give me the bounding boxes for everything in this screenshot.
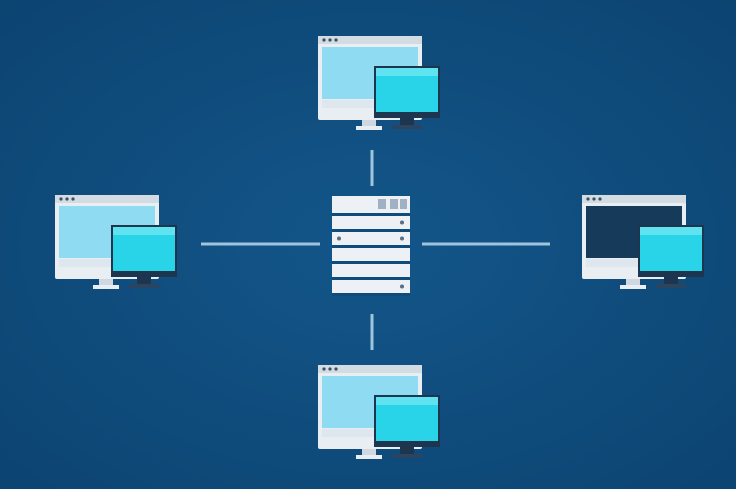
workstation-left-icon <box>55 195 177 289</box>
workstation-top-icon <box>318 36 440 130</box>
server-rack-icon <box>332 196 410 296</box>
workstation-right-icon <box>582 195 704 289</box>
workstation-bottom-icon <box>318 365 440 459</box>
